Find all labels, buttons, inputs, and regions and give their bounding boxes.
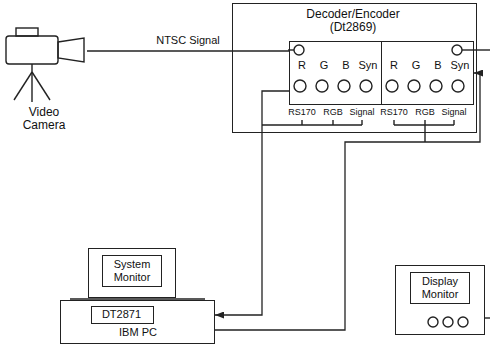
device-label: Video Camera [19, 106, 69, 132]
connector-jack [338, 80, 350, 92]
camera-viewfinder [16, 28, 38, 36]
output-jack [452, 45, 462, 55]
connector-jack [452, 80, 464, 92]
input-panel: RGBSyn [289, 41, 382, 105]
signal-label: RS170 [379, 107, 409, 118]
signal-connector [215, 73, 480, 330]
signal-label: RGB [414, 107, 436, 118]
tripod-leg [32, 72, 50, 100]
board-label: DT2871 [92, 308, 151, 321]
camera-node: Video Camera [2, 10, 87, 135]
cable-bracket [394, 120, 454, 142]
channel-label: R [291, 59, 313, 72]
monitor-knob [428, 317, 438, 327]
monitor-knob [458, 317, 468, 327]
tripod-head [31, 64, 32, 72]
system-monitor: System Monitor [88, 248, 176, 298]
screen-label: System Monitor [102, 255, 162, 287]
display-monitor: Display Monitor [395, 265, 485, 335]
output-wire [462, 49, 490, 50]
tripod-leg [14, 72, 32, 100]
device-label: IBM PC [106, 326, 170, 339]
channel-label: G [313, 59, 335, 72]
signal-label: Signal [440, 107, 467, 118]
channel-label: G [405, 59, 427, 72]
edge-label: NTSC Signal [154, 34, 222, 47]
channel-label: Syn [449, 59, 471, 72]
monitor-knob [443, 317, 453, 327]
connector-jack [430, 80, 442, 92]
signal-label: RS170 [287, 107, 317, 118]
connector-jack [294, 80, 306, 92]
output-panel: RGBSyn [381, 41, 474, 105]
camera-body [6, 36, 58, 64]
channel-label: Syn [357, 59, 379, 72]
connector-jack [316, 80, 328, 92]
signal-label: Signal [348, 107, 375, 118]
tripod-leg [31, 72, 32, 102]
input-jack [294, 45, 304, 55]
board-box: DT2871 [91, 306, 154, 324]
signal-connector [215, 91, 289, 315]
signal-connector [87, 50, 289, 51]
connector-jack [408, 80, 420, 92]
cable-bracket [262, 120, 362, 125]
signal-label: RGB [322, 107, 344, 118]
screen-label: Display Monitor [410, 272, 470, 304]
channel-label: B [427, 59, 449, 72]
channel-label: R [383, 59, 405, 72]
camera-lens [58, 38, 84, 62]
pc-unit: IBM PC DT2871 [60, 300, 215, 344]
channel-label: B [335, 59, 357, 72]
connector-jack [386, 80, 398, 92]
box-title: Decoder/Encoder (Dt2869) [298, 8, 408, 34]
monitor-wire [485, 317, 490, 318]
connector-jack [360, 80, 372, 92]
